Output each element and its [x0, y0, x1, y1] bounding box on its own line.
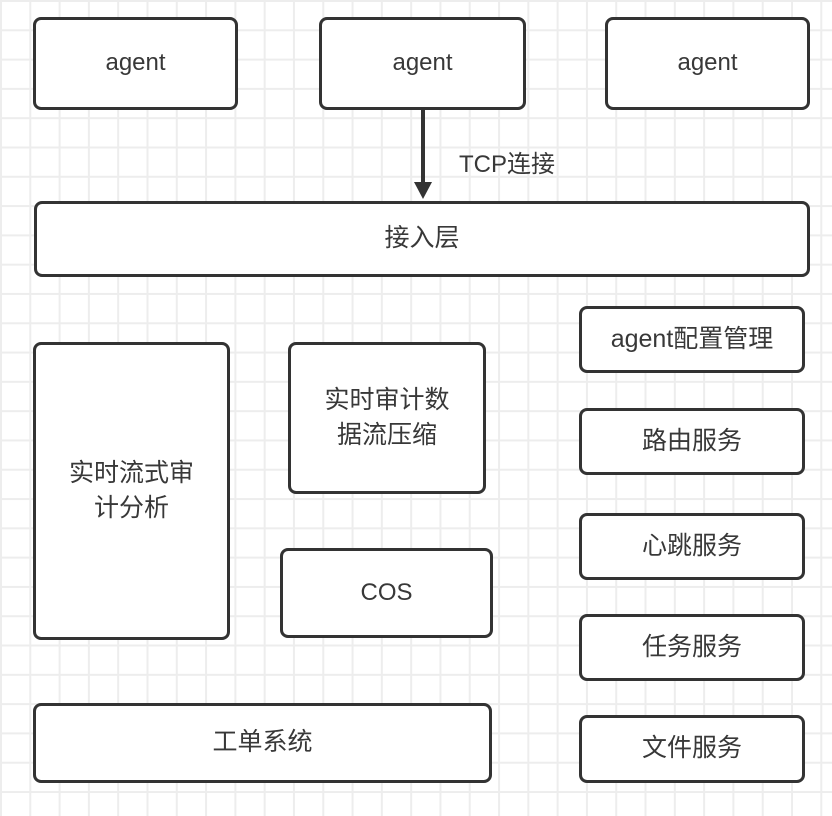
node-access-layer[interactable]: 接入层: [34, 201, 810, 277]
node-agent-3[interactable]: agent: [605, 17, 810, 110]
node-agent-2[interactable]: agent: [319, 17, 526, 110]
node-file-service[interactable]: 文件服务: [579, 715, 805, 783]
node-ticket-system[interactable]: 工单系统: [33, 703, 492, 783]
node-heartbeat-service[interactable]: 心跳服务: [579, 513, 805, 580]
arrow-down-icon: [414, 182, 432, 199]
node-routing-service[interactable]: 路由服务: [579, 408, 805, 475]
node-cos[interactable]: COS: [280, 548, 493, 638]
tcp-connection-edge-label: TCP连接: [459, 151, 555, 178]
node-realtime-stream-audit-analysis[interactable]: 实时流式审计分析: [33, 342, 230, 640]
node-realtime-audit-data-stream-compression[interactable]: 实时审计数据流压缩: [288, 342, 486, 494]
node-agent-1[interactable]: agent: [33, 17, 238, 110]
tcp-connection-edge[interactable]: [421, 110, 425, 184]
node-task-service[interactable]: 任务服务: [579, 614, 805, 681]
node-agent-config-management[interactable]: agent配置管理: [579, 306, 805, 373]
